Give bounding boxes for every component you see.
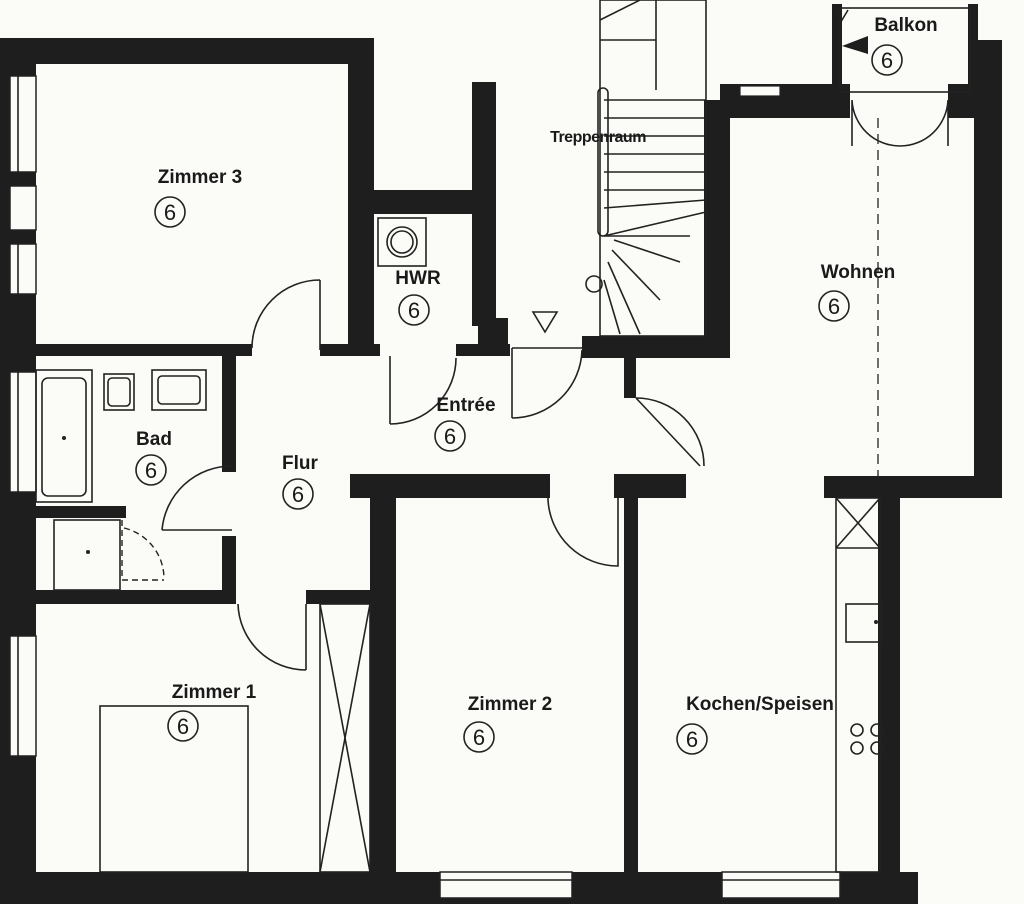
room-bad: Bad 6 (135, 429, 172, 486)
room-zimmer2: Zimmer 2 6 (463, 694, 552, 753)
room-kochen: Kochen/Speisen 6 (676, 694, 834, 755)
room-zimmer1-badge: 6 (177, 714, 189, 739)
room-zimmer3: Zimmer 3 6 (154, 167, 242, 228)
room-hwr: HWR 6 (395, 268, 441, 326)
room-kochen-badge: 6 (686, 727, 698, 752)
room-wohnen: Wohnen 6 (818, 262, 896, 322)
room-entree-name: Entrée (436, 395, 495, 416)
room-zimmer3-badge: 6 (164, 200, 176, 225)
doors (121, 7, 971, 671)
room-entree-badge: 6 (444, 424, 456, 449)
windows (9, 75, 841, 899)
room-flur: Flur 6 (282, 453, 319, 510)
room-bad-name: Bad (136, 429, 172, 450)
room-treppenraum-name: Treppenraum (550, 129, 646, 146)
room-flur-name: Flur (282, 453, 318, 474)
room-kochen-name: Kochen/Speisen (686, 694, 834, 715)
room-zimmer2-name: Zimmer 2 (468, 694, 552, 715)
room-bad-badge: 6 (145, 458, 157, 483)
room-zimmer1: Zimmer 1 6 (167, 682, 257, 742)
fixtures (35, 118, 884, 873)
room-zimmer3-name: Zimmer 3 (158, 167, 242, 188)
room-hwr-badge: 6 (408, 298, 420, 323)
room-flur-badge: 6 (292, 482, 304, 507)
room-treppenraum: Treppenraum (550, 129, 647, 146)
staircase (531, 0, 707, 337)
room-zimmer2-badge: 6 (473, 725, 485, 750)
room-wohnen-badge: 6 (828, 294, 840, 319)
room-entree: Entrée 6 (434, 395, 496, 452)
room-balkon: Balkon 6 (871, 15, 938, 76)
room-hwr-name: HWR (395, 268, 441, 289)
room-balkon-name: Balkon (874, 15, 937, 36)
room-wohnen-name: Wohnen (821, 262, 896, 283)
room-balkon-badge: 6 (881, 48, 893, 73)
room-zimmer1-name: Zimmer 1 (172, 682, 257, 703)
